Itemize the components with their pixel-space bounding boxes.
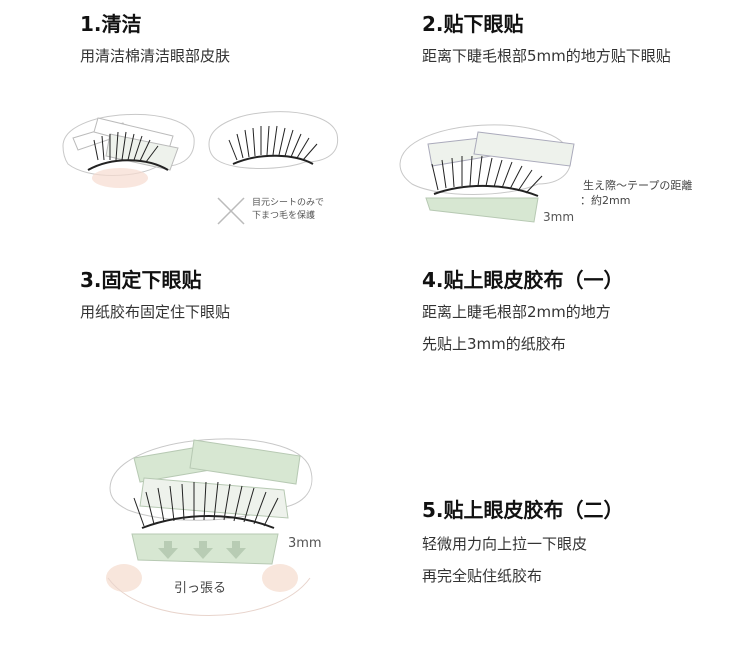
- arrow-down-icon: [193, 541, 213, 559]
- step4-title: 4.贴上眼皮胶布（一）: [422, 268, 624, 292]
- arrow-down-icon: [158, 541, 178, 559]
- step2-desc: 距离下睫毛根部5mm的地方贴下眼贴: [422, 47, 671, 65]
- step4-desc-line2: 先贴上3mm的纸胶布: [422, 335, 566, 353]
- step3-title: 3.固定下眼贴: [80, 268, 202, 292]
- cross-icon: [217, 197, 245, 225]
- step1-note-line2: 下まつ毛を保護: [252, 211, 316, 221]
- step2-illustration: [399, 124, 575, 223]
- step3-desc: 用纸胶布固定住下眼贴: [80, 303, 231, 321]
- step2-measure-label: 3mm: [543, 210, 575, 224]
- step5-illustration: [106, 438, 313, 616]
- step1-title: 1.清洁: [80, 12, 142, 36]
- step1-desc: 用清洁棉清洁眼部皮肤: [80, 47, 231, 65]
- step5-measure-label: 3mm: [288, 536, 322, 551]
- step5-title: 5.贴上眼皮胶布（二）: [422, 498, 624, 522]
- step5-desc-line1: 轻微用力向上拉一下眼皮: [422, 535, 588, 553]
- step2-note-line2: ：約2mm: [580, 194, 631, 207]
- step2-note-line1: 生え際〜テープの距離: [583, 179, 693, 192]
- step1-illustration-left-eye: [62, 113, 195, 188]
- step5-pull-label: 引っ張る: [174, 581, 227, 596]
- step4-desc-line1: 距离上睫毛根部2mm的地方: [422, 303, 611, 321]
- arrow-down-icon: [226, 541, 246, 559]
- step2-title: 2.贴下眼贴: [422, 12, 524, 36]
- step1-note-line1: 目元シートのみで: [252, 198, 325, 208]
- step5-desc-line2: 再完全贴住纸胶布: [422, 567, 543, 585]
- step1-illustration-right-eye: [208, 111, 339, 169]
